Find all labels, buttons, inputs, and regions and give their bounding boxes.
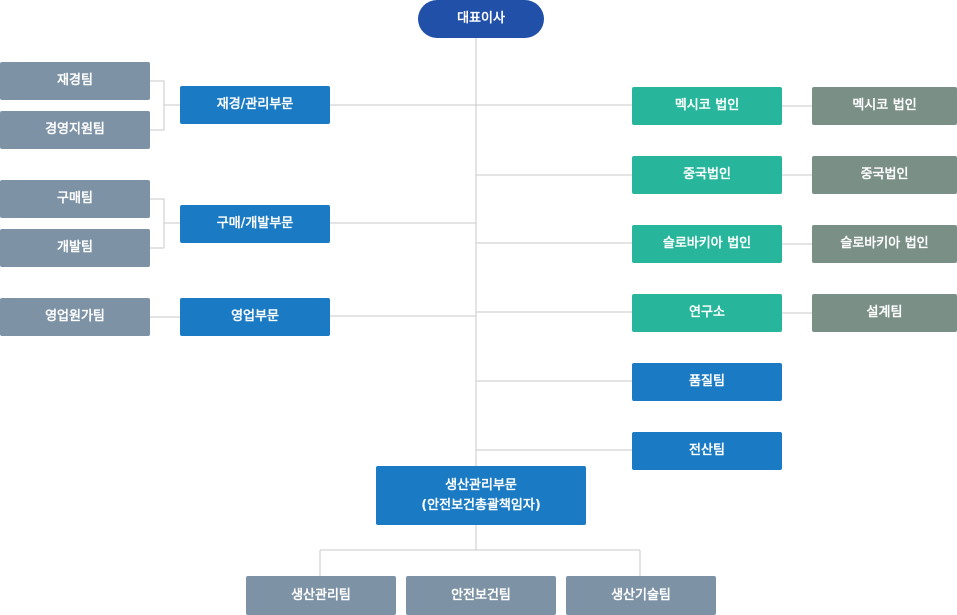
corp-slovakia[interactable]: 슬로바키아 법인 bbox=[632, 225, 782, 263]
dept-production-management[interactable]: 생산관리부문 (안전보건총괄책임자) bbox=[376, 466, 586, 525]
team-label: 경영지원팀 bbox=[45, 122, 105, 138]
team-label: 전산팀 bbox=[689, 443, 725, 459]
corp-sub-label: 중국법인 bbox=[860, 167, 909, 183]
team-label: 생산관리팀 bbox=[291, 587, 351, 603]
dept-label: 영업부문 bbox=[231, 309, 279, 325]
team-label: 안전보건팀 bbox=[451, 587, 511, 603]
team-label: 품질팀 bbox=[689, 374, 725, 390]
team-label: 영업원가팀 bbox=[45, 309, 105, 325]
corp-sub-mexico[interactable]: 멕시코 법인 bbox=[812, 87, 957, 125]
ceo-node[interactable]: 대표이사 bbox=[418, 0, 544, 38]
dept-finance-management[interactable]: 재경/관리부문 bbox=[180, 86, 330, 124]
team-it[interactable]: 전산팀 bbox=[632, 432, 782, 470]
corp-sub-label: 슬로바키아 법인 bbox=[840, 236, 929, 252]
ceo-label: 대표이사 bbox=[457, 11, 505, 27]
team-sales-cost[interactable]: 영업원가팀 bbox=[0, 298, 150, 336]
dept-label: 재경/관리부문 bbox=[216, 97, 294, 113]
corp-mexico[interactable]: 멕시코 법인 bbox=[632, 87, 782, 125]
dept-label: 구매/개발부문 bbox=[216, 216, 294, 232]
team-label: 개발팀 bbox=[57, 240, 93, 256]
team-quality[interactable]: 품질팀 bbox=[632, 363, 782, 401]
corp-china[interactable]: 중국법인 bbox=[632, 156, 782, 194]
dept-sublabel: (안전보건총괄책임자) bbox=[421, 497, 541, 513]
corp-sub-label: 설계팀 bbox=[866, 305, 903, 321]
team-finance[interactable]: 재경팀 bbox=[0, 62, 150, 100]
corp-label: 멕시코 법인 bbox=[674, 98, 740, 114]
team-management-support[interactable]: 경영지원팀 bbox=[0, 111, 150, 149]
team-label: 구매팀 bbox=[57, 191, 93, 207]
corp-sub-label: 멕시코 법인 bbox=[852, 98, 917, 114]
dept-label: 생산관리부문 bbox=[445, 478, 517, 493]
corp-sub-design-team[interactable]: 설계팀 bbox=[812, 294, 957, 332]
team-label: 재경팀 bbox=[57, 73, 93, 89]
dept-purchase-development[interactable]: 구매/개발부문 bbox=[180, 205, 330, 243]
corp-label: 슬로바키아 법인 bbox=[662, 236, 752, 252]
corp-label: 중국법인 bbox=[683, 167, 731, 183]
team-safety-health[interactable]: 안전보건팀 bbox=[406, 576, 556, 615]
team-purchase[interactable]: 구매팀 bbox=[0, 180, 150, 218]
corp-sub-china[interactable]: 중국법인 bbox=[812, 156, 957, 194]
team-label: 생산기술팀 bbox=[611, 587, 671, 603]
team-production-management[interactable]: 생산관리팀 bbox=[246, 576, 396, 615]
team-development[interactable]: 개발팀 bbox=[0, 229, 150, 267]
dept-sales[interactable]: 영업부문 bbox=[180, 298, 330, 336]
corp-sub-slovakia[interactable]: 슬로바키아 법인 bbox=[812, 225, 957, 263]
corp-label: 연구소 bbox=[689, 305, 725, 321]
corp-research-lab[interactable]: 연구소 bbox=[632, 294, 782, 332]
team-production-technology[interactable]: 생산기술팀 bbox=[566, 576, 716, 615]
